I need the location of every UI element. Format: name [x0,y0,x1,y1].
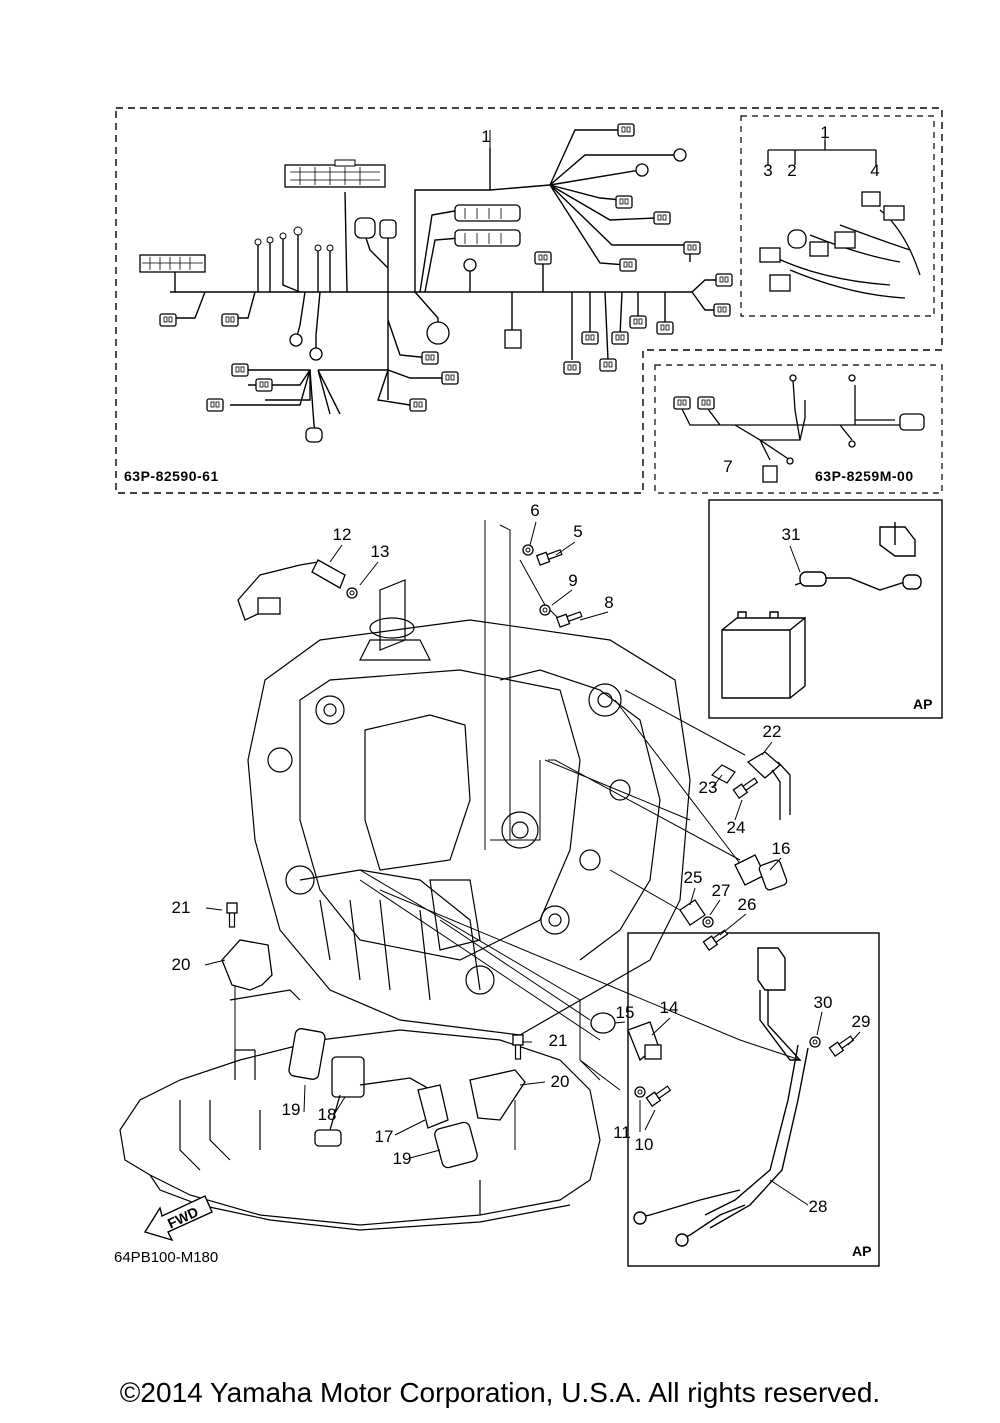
label-16: 16 [772,839,791,858]
label-28: 28 [809,1197,828,1216]
battery-cable-box [627,932,880,1267]
label-6: 6 [530,501,539,520]
leader-lines [234,128,826,1150]
label-8: 8 [604,593,613,612]
label-26: 26 [738,895,757,914]
label-13: 13 [371,542,390,561]
bolt-10 [645,1083,673,1107]
connector-18 [314,1056,441,1147]
clamp-25 [679,899,706,926]
bracket-20-right [469,1069,526,1121]
washer-9 [539,604,551,616]
washer-6 [522,544,534,556]
washer-27 [702,916,714,928]
washer-30 [809,1036,821,1048]
label-21-lower: 21 [549,1031,568,1050]
harness-kit-detail [759,140,921,299]
label-3: 3 [763,161,772,180]
label-11: 11 [613,1123,631,1142]
washer-11 [634,1086,646,1098]
label-15: 15 [616,1003,635,1022]
label-19-left: 19 [282,1100,301,1119]
label-18: 18 [318,1105,337,1124]
label-24: 24 [727,818,746,837]
ap-label-cable: AP [852,1243,871,1259]
label-31: 31 [782,525,801,544]
label-21-upper: 21 [172,898,191,917]
boot-17 [417,1084,449,1129]
label-leaders [204,521,861,1206]
bracket-20-left [221,939,273,991]
label-20-left: 20 [172,955,191,974]
bolt-8 [556,608,584,628]
sensor-16 [734,854,788,891]
label-10: 10 [635,1135,654,1154]
label-22: 22 [763,722,782,741]
label-25: 25 [684,868,703,887]
sensor-14 [627,1021,662,1062]
sub-harness [673,374,925,483]
label-20-right: 20 [551,1072,570,1091]
label-23: 23 [699,778,718,797]
grommet-15 [590,1012,616,1034]
grommet-19-right [434,1121,478,1169]
label-17: 17 [375,1127,394,1146]
washer-13 [346,587,358,599]
label-1-main: 1 [481,127,490,146]
sensor-22 [746,751,791,820]
label-1-kit: 1 [820,123,829,142]
label-5: 5 [573,522,582,541]
battery-box [708,499,943,719]
bolt-24 [732,775,760,799]
wire-harness-box [115,107,943,494]
bolt-29 [828,1033,856,1057]
ap-label-battery: AP [913,696,932,712]
bolt-5 [536,546,564,566]
harness-part-code: 63P-82590-61 [124,468,219,484]
label-9: 9 [568,571,577,590]
label-7: 7 [723,457,732,476]
part-numbers: 1 1 2 3 4 5 6 7 8 9 10 11 12 13 14 15 16… [172,123,880,1216]
engine-block [229,579,691,1080]
diagram-reference-code: 64PB100-M180 [114,1249,218,1266]
sensor-12 [237,559,346,621]
grommet-19-left [288,1028,326,1080]
bolt-21-upper [226,902,238,928]
label-19-right: 19 [393,1149,412,1168]
label-30: 30 [814,993,833,1012]
fwd-label: FWD [165,1203,201,1231]
harness-connectors [139,123,733,443]
label-2: 2 [787,161,796,180]
copyright-notice: ©2014 Yamaha Motor Corporation, U.S.A. A… [119,1377,881,1408]
label-4: 4 [870,161,879,180]
label-12: 12 [333,525,352,544]
fwd-arrow: FWD [143,1195,213,1242]
label-29: 29 [852,1012,871,1031]
wire-harness [170,129,722,431]
bottom-cowling [119,1029,601,1231]
label-27: 27 [712,881,731,900]
label-14: 14 [660,998,679,1017]
clamp-23 [711,764,736,784]
sub-harness-part-code: 63P-8259M-00 [815,468,914,484]
